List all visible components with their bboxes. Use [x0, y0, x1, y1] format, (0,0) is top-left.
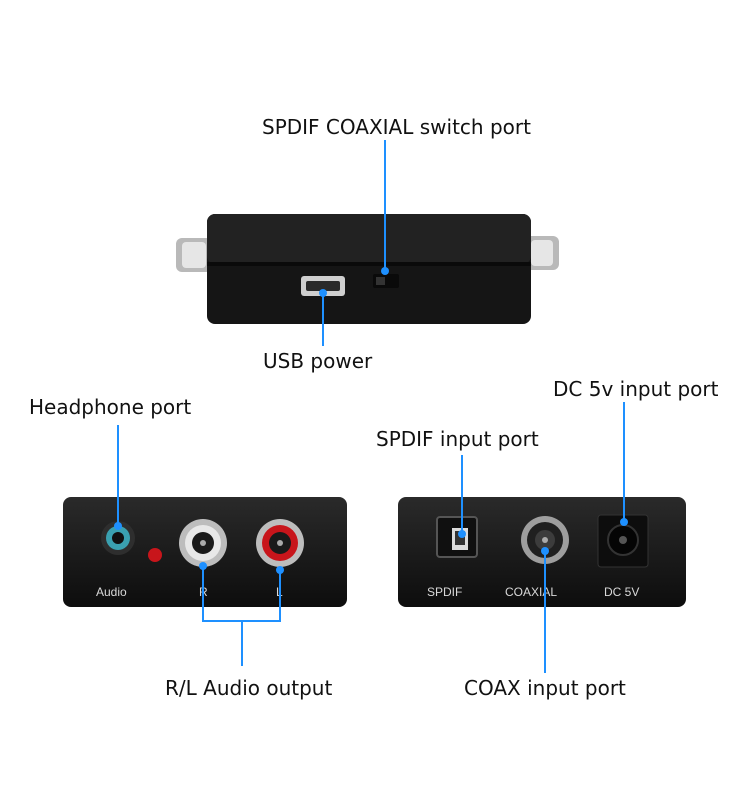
rl-callout-line-stem	[241, 620, 243, 666]
headphone-port-label: Headphone port	[29, 395, 192, 419]
label-coaxial: COAXIAL	[505, 585, 558, 599]
label-dc-5v: DC 5V	[604, 585, 640, 599]
rl-callout-dot-l	[276, 566, 284, 574]
rl-callout-line-l	[279, 570, 281, 622]
power-led	[148, 548, 162, 562]
switch-callout-line	[384, 140, 386, 272]
dc-5v-input-port-label: DC 5v input port	[553, 377, 719, 401]
spdif-callout-dot	[458, 530, 466, 538]
dc-callout-line	[623, 402, 625, 522]
spdif-callout-line	[461, 455, 463, 535]
rl-audio-output-label: R/L Audio output	[165, 676, 333, 700]
usb-power-label: USB power	[263, 349, 373, 373]
spdif-coaxial-switch-port-label: SPDIF COAXIAL switch port	[262, 115, 531, 139]
label-audio: Audio	[96, 585, 127, 599]
dc-callout-dot	[620, 518, 628, 526]
switch-callout-dot	[381, 267, 389, 275]
rl-callout-dot-r	[199, 562, 207, 570]
usb-callout-dot	[319, 289, 327, 297]
headphone-callout-dot	[114, 522, 122, 530]
coax-callout-dot	[541, 547, 549, 555]
headphone-callout-line	[117, 425, 119, 527]
usb-callout-line	[322, 292, 324, 346]
coax-callout-line	[544, 550, 546, 673]
spdif-input-port-label: SPDIF input port	[376, 427, 539, 451]
rl-callout-line-r	[202, 566, 204, 622]
coax-input-port-label: COAX input port	[464, 676, 626, 700]
label-spdif: SPDIF	[427, 585, 463, 599]
